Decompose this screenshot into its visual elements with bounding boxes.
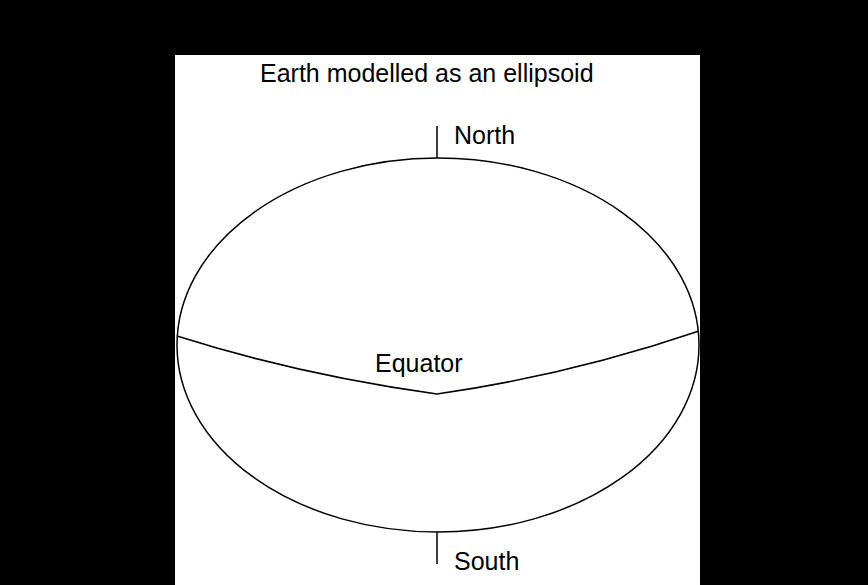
equator-label: Equator [372,350,466,378]
ellipsoid-outline [177,158,699,532]
equator-line [177,331,699,394]
diagram-title: Earth modelled as an ellipsoid [260,60,594,88]
north-label: North [454,122,515,150]
south-tick [436,532,438,564]
south-label: South [454,548,519,576]
north-tick [436,126,438,158]
